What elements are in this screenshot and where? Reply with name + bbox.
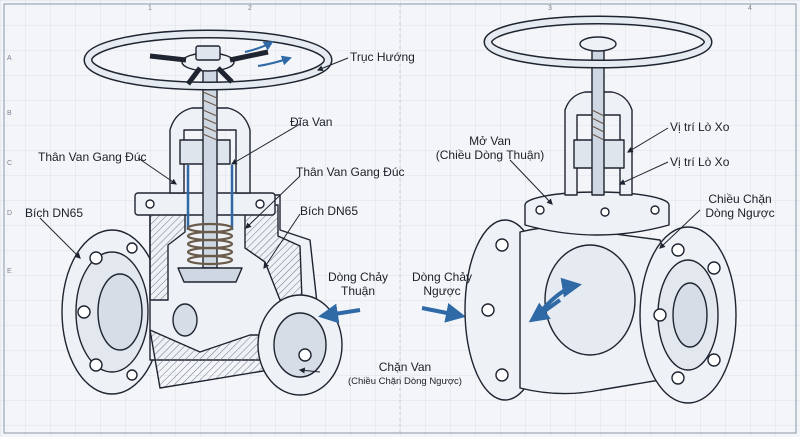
right-bonnet-flange-side (524, 205, 670, 236)
label-than-van-left: Thân Van Gang Đúc (38, 150, 147, 164)
label-mo-van: Mở Van (469, 134, 511, 148)
left-yoke (169, 107, 251, 194)
right-valve (464, 15, 737, 404)
row-letter-c: C (7, 160, 13, 167)
column-number-1: 1 (148, 5, 152, 12)
left-disc (177, 267, 243, 283)
flow-reverse-arrow (421, 303, 466, 323)
row-letter-e: E (7, 268, 12, 275)
label-chieu-chan-2: Dòng Ngược (705, 206, 775, 220)
left-stem (202, 67, 218, 269)
column-number-4: 4 (748, 5, 752, 12)
label-chan-van: Chặn Van (378, 360, 432, 374)
label-bich-mid: Bích DN65 (300, 204, 359, 218)
label-vi-tri-lo-xo-2: Vị trí Lò Xo (670, 155, 730, 169)
row-letter-d: D (7, 210, 13, 217)
right-handwheel-hub (579, 36, 617, 52)
leader-lines (39, 57, 701, 374)
label-dong-chay-thuan-2: Thuận (340, 284, 376, 298)
left-valve (61, 29, 343, 396)
label-truc-huong: Trục Hướng (350, 50, 415, 64)
label-dong-chay-thuan-1: Dòng Chảy (327, 270, 389, 284)
label-dong-chay-nguoc-2: Ngược (423, 284, 461, 298)
label-mo-van-sub: (Chiều Dòng Thuận) (435, 148, 545, 162)
column-number-3: 3 (548, 5, 552, 12)
label-dong-chay-nguoc-1: Dòng Chảy (411, 270, 473, 284)
flow-forward-arrow (318, 303, 361, 324)
label-vi-tri-lo-xo-1: Vị trí Lò Xo (670, 120, 730, 134)
left-spring (186, 222, 234, 266)
label-chan-van-sub: (Chiều Chặn Dòng Ngược) (348, 376, 462, 387)
label-chieu-chan-1: Chiều Chặn (708, 192, 772, 206)
left-flange-bore (97, 273, 143, 351)
label-dia-van: Đĩa Van (290, 115, 333, 129)
row-letter-a: A (7, 55, 12, 62)
label-than-van-right: Thân Van Gang Đúc (296, 165, 405, 179)
row-letter-b: B (7, 110, 12, 117)
label-bich-left: Bích DN65 (25, 206, 84, 220)
column-number-2: 2 (248, 5, 252, 12)
